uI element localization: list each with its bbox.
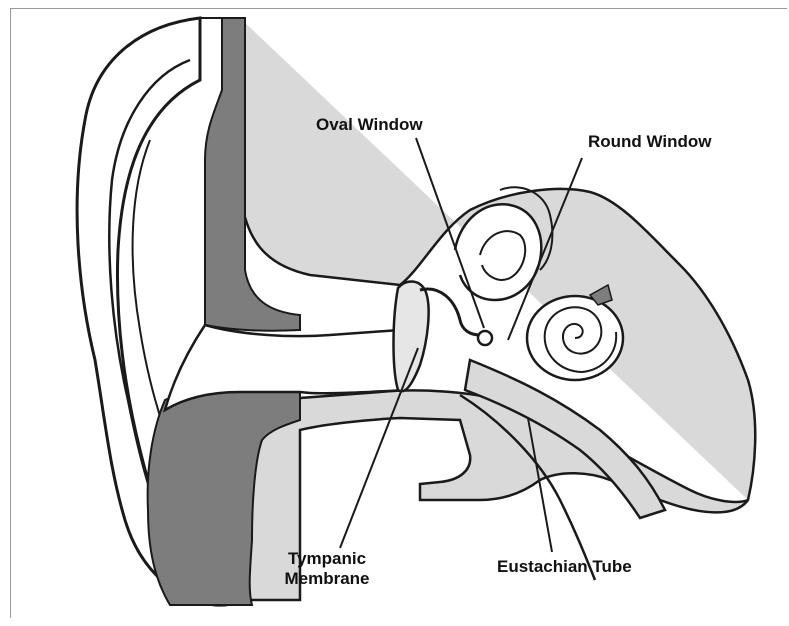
tympanic-membrane xyxy=(394,282,429,392)
tympanic-membrane-label-line1: Tympanic xyxy=(262,549,392,569)
round-window-label: Round Window xyxy=(588,132,712,152)
temporal-bone-region xyxy=(240,18,755,600)
oval-window xyxy=(478,331,492,345)
eustachian-tube-label: Eustachian Tube xyxy=(497,557,632,577)
oval-window-label: Oval Window xyxy=(316,115,423,135)
tympanic-membrane-label-line2: Membrane xyxy=(262,569,392,589)
tympanic-membrane-label: Tympanic Membrane xyxy=(262,549,392,589)
